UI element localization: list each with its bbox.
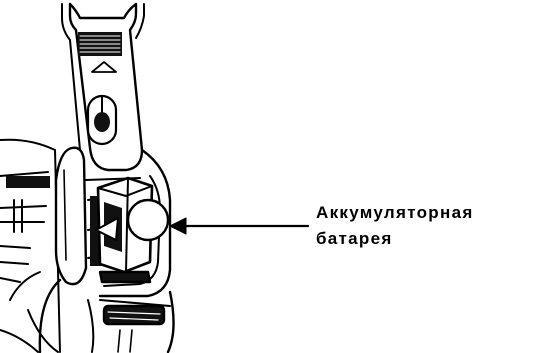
battery-door: [62, 4, 144, 170]
callout-arrow: [170, 218, 308, 234]
callout-line-1: Аккумуляторная: [316, 200, 474, 226]
latch-arm: [56, 148, 86, 284]
release-button-marker: [128, 200, 168, 240]
device-body: [0, 140, 60, 352]
callout-line-2: батарея: [316, 226, 474, 252]
battery-callout-label: Аккумуляторная батарея: [316, 200, 474, 252]
